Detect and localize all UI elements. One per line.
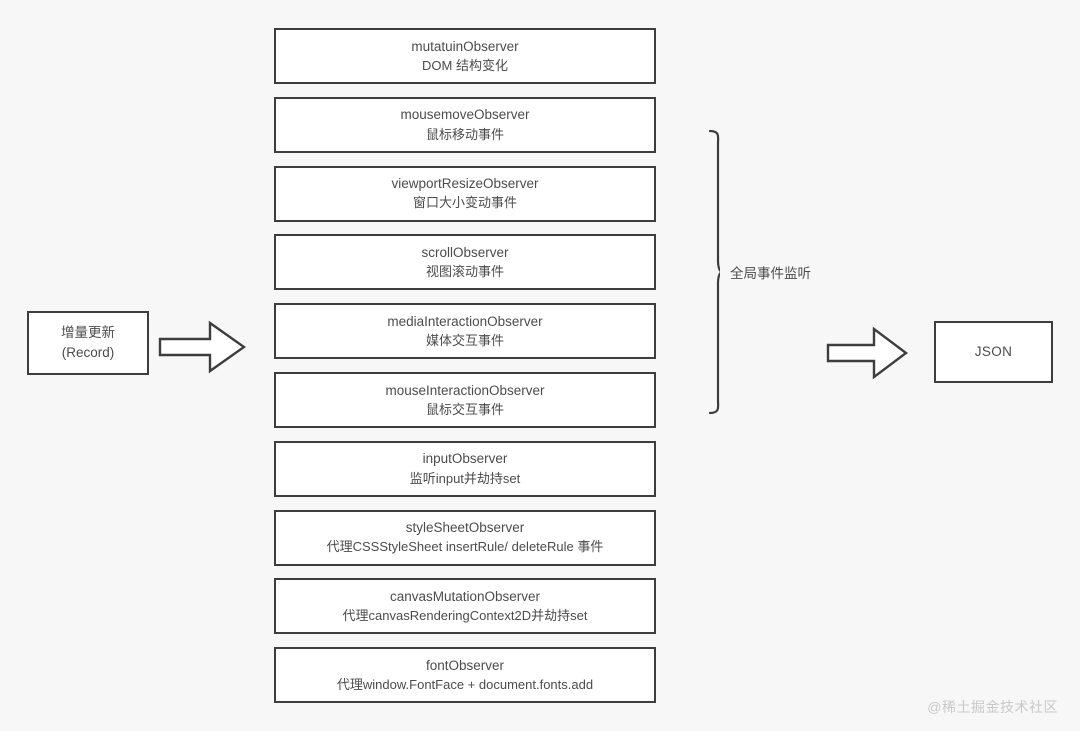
observer-description: 代理canvasRenderingContext2D并劫持set bbox=[342, 608, 588, 624]
observer-box: mediaInteractionObserver 媒体交互事件 bbox=[274, 303, 656, 360]
observer-box: mouseInteractionObserver 鼠标交互事件 bbox=[274, 372, 656, 428]
watermark: @稀土掘金技术社区 bbox=[927, 699, 1058, 715]
observer-name: scrollObserver bbox=[421, 245, 509, 260]
observer-box: canvasMutationObserver 代理canvasRenderingC… bbox=[274, 578, 656, 635]
observer-description: 鼠标移动事件 bbox=[425, 126, 504, 142]
observer-description: 鼠标交互事件 bbox=[425, 401, 504, 417]
observer-name: inputObserver bbox=[422, 451, 508, 467]
right-arrow-icon-input bbox=[158, 320, 246, 374]
json-output-label: JSON bbox=[974, 343, 1013, 359]
observer-name: fontObserver bbox=[425, 657, 505, 673]
observer-name: mutatuinObserver bbox=[411, 38, 519, 54]
observer-description: 代理CSSStyleSheet insertRule/ deleteRule 事… bbox=[326, 539, 604, 555]
record-source-subtitle: (Record) bbox=[61, 344, 115, 360]
observer-description: 媒体交互事件 bbox=[425, 333, 504, 349]
observer-name: mousemoveObserver bbox=[400, 107, 530, 123]
observer-description: 视图滚动事件 bbox=[425, 264, 504, 280]
json-output-box: JSON bbox=[934, 321, 1053, 383]
record-source-title: 增量更新 bbox=[61, 325, 115, 341]
record-source-box: 增量更新 (Record) bbox=[27, 311, 149, 375]
observer-box: inputObserver 监听input并劫持set bbox=[274, 440, 656, 497]
observer-box: viewportResizeObserver 窗口大小变动事件 bbox=[274, 165, 656, 222]
observer-description: 代理window.FontFace + document.fonts.add bbox=[336, 677, 594, 693]
observer-box: styleSheetObserver 代理CSSStyleSheet insert… bbox=[274, 509, 656, 566]
observer-name: mouseInteractionObserver bbox=[385, 382, 545, 398]
observer-box: scrollObserver 视图滚动事件 bbox=[274, 234, 656, 291]
observer-name: mediaInteractionObserver bbox=[387, 313, 543, 329]
observer-name: viewportResizeObserver bbox=[391, 176, 539, 192]
group-brace-label: 全局事件监听 bbox=[730, 266, 811, 281]
right-arrow-icon-output bbox=[826, 326, 908, 380]
curly-brace-icon bbox=[708, 129, 720, 415]
observer-name: styleSheetObserver bbox=[405, 520, 525, 536]
observer-box: fontObserver 代理window.FontFace + document… bbox=[274, 647, 656, 704]
observer-name: canvasMutationObserver bbox=[389, 589, 541, 604]
observer-description: 窗口大小变动事件 bbox=[412, 195, 517, 211]
observer-description: DOM 结构变化 bbox=[422, 57, 508, 73]
observer-description: 监听input并劫持set bbox=[409, 470, 521, 486]
observer-box: mousemoveObserver 鼠标移动事件 bbox=[274, 96, 656, 153]
